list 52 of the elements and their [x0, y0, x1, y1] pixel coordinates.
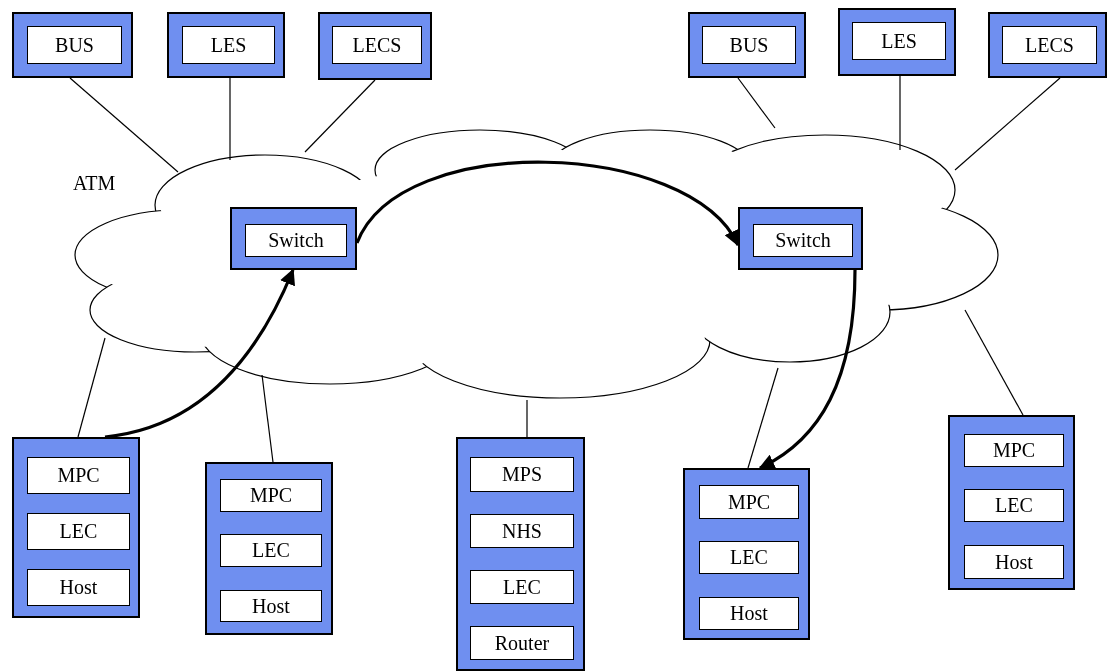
- component-label: Switch: [245, 224, 347, 257]
- connector-line: [737, 77, 776, 129]
- component-label: BUS: [27, 26, 122, 64]
- device-frame: [12, 12, 133, 78]
- device-frame: [318, 12, 432, 80]
- connector-line: [526, 399, 528, 438]
- device-frame: [683, 468, 810, 640]
- component-label: LEC: [699, 541, 799, 574]
- component-label: MPC: [699, 485, 799, 519]
- connector-line: [747, 367, 779, 469]
- device-frame: [205, 462, 333, 635]
- component-label: MPC: [964, 434, 1064, 467]
- connector-line: [964, 309, 1024, 416]
- device-frame: [167, 12, 285, 78]
- component-label: Switch: [753, 224, 853, 257]
- connector-line: [304, 79, 376, 153]
- component-label: MPC: [27, 457, 130, 494]
- arrow: [758, 269, 857, 470]
- component-label: LEC: [220, 534, 322, 567]
- connector-line: [954, 77, 1061, 171]
- connector-line: [77, 337, 106, 438]
- connector-line: [69, 77, 179, 173]
- component-label: LEC: [27, 513, 130, 550]
- component-label: LES: [852, 22, 946, 60]
- component-label: LEC: [964, 489, 1064, 522]
- device-frame: [456, 437, 585, 671]
- component-label: MPC: [220, 479, 322, 512]
- component-label: LEC: [470, 570, 574, 604]
- device-frame: [12, 437, 140, 618]
- component-label: LECS: [332, 26, 422, 64]
- component-label: BUS: [702, 26, 796, 64]
- connector-line: [899, 75, 901, 151]
- device-frame: [838, 8, 956, 76]
- arrow: [104, 268, 295, 439]
- connector-line: [229, 77, 231, 161]
- component-label: Router: [470, 626, 574, 660]
- component-label: Host: [27, 569, 130, 606]
- device-frame: [948, 415, 1075, 590]
- device-frame: [988, 12, 1107, 78]
- component-label: Host: [220, 590, 322, 622]
- component-label: LES: [182, 26, 275, 64]
- component-label: Host: [699, 597, 799, 630]
- component-label: NHS: [470, 514, 574, 548]
- device-frame: [738, 207, 863, 270]
- device-frame: [230, 207, 357, 270]
- component-label: MPS: [470, 457, 574, 492]
- device-frame: [688, 12, 806, 78]
- component-label: LECS: [1002, 26, 1097, 64]
- component-label: Host: [964, 545, 1064, 579]
- connector-line: [261, 374, 274, 463]
- network-label: ATM: [73, 172, 116, 195]
- arrow: [355, 160, 740, 247]
